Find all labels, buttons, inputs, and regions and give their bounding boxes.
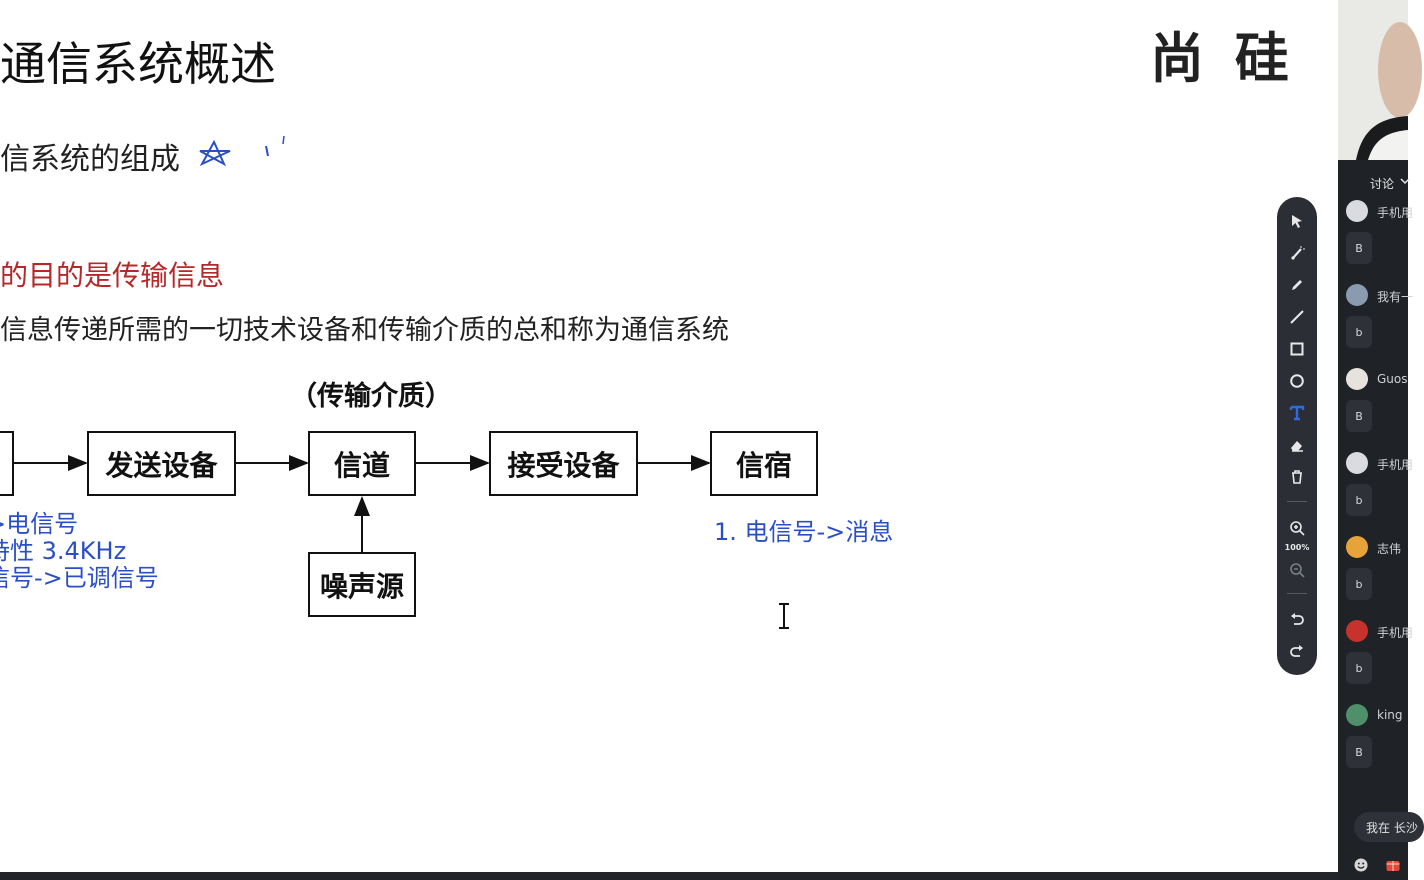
text-cursor-icon (779, 603, 789, 629)
diagram-channel-box: 信道 (308, 431, 416, 496)
diagram-receive-box: 接受设备 (489, 431, 638, 496)
chat-message: 手机用 b (1338, 620, 1413, 704)
webcam-video (1338, 0, 1422, 160)
laser-pointer-icon[interactable] (1285, 241, 1309, 265)
undo-icon[interactable] (1285, 608, 1309, 632)
chat-username: 我有一 (1377, 290, 1414, 304)
chat-message: 我有一 b (1338, 284, 1413, 368)
avatar (1346, 452, 1368, 474)
annotation-left-3: 信号->已调信号 (0, 564, 159, 592)
handwritten-star-annotation (199, 135, 285, 167)
avatar (1346, 704, 1368, 726)
diagram-noise-box: 噪声源 (308, 552, 416, 617)
chat-panel-header[interactable]: 讨论 (1338, 168, 1410, 196)
diagram-sink-box: 信宿 (710, 431, 818, 496)
definition-text: 信息传递所需的一切技术设备和传输介质的总和称为通信系统 (0, 315, 729, 346)
toolbar-divider (1287, 501, 1307, 502)
avatar (1346, 368, 1368, 390)
diagram-arrows (14, 455, 711, 552)
diagram-send-box: 发送设备 (87, 431, 236, 496)
annotation-left-1: >电信号 (0, 510, 79, 538)
medium-label: （传输介质） (290, 381, 452, 412)
chat-username: king (1377, 708, 1403, 722)
purpose-text: 的目的是传输信息 (0, 259, 225, 292)
slide-subtitle: 信系统的组成 (0, 142, 180, 177)
zoom-level: 100% (1284, 543, 1310, 552)
chat-bubble: B (1346, 400, 1372, 432)
chat-message: king B (1338, 704, 1408, 788)
line-icon[interactable] (1285, 305, 1309, 329)
chat-username: 手机用 (1377, 626, 1414, 640)
zoom-out-icon[interactable] (1285, 558, 1309, 582)
presenter-silhouette (1338, 0, 1422, 160)
annotation-toolbar: 100% (1277, 197, 1317, 675)
chat-bubble: b (1346, 484, 1372, 516)
trash-icon[interactable] (1285, 465, 1309, 489)
chat-username: 志伟 (1377, 542, 1402, 556)
circle-icon[interactable] (1285, 369, 1309, 393)
tab-discussion[interactable]: 讨论 (1370, 177, 1395, 191)
eraser-icon[interactable] (1285, 433, 1309, 457)
chat-input[interactable]: 我在 长沙 (1354, 812, 1424, 842)
pen-icon[interactable] (1285, 273, 1309, 297)
chevron-down-icon[interactable] (1400, 176, 1410, 186)
avatar (1346, 200, 1368, 222)
zoom-in-icon[interactable] (1285, 516, 1309, 540)
annotation-right-1: 1. 电信号->消息 (714, 518, 894, 546)
diagram-source-box (0, 431, 14, 496)
gift-icon[interactable] (1385, 857, 1401, 873)
chat-bubble: b (1346, 316, 1372, 348)
chat-message: 志伟 b (1338, 536, 1408, 620)
toolbar-divider (1287, 593, 1307, 594)
avatar (1346, 536, 1368, 558)
chat-bubble: B (1346, 736, 1372, 768)
chat-bubble: B (1346, 232, 1372, 264)
redo-icon[interactable] (1285, 640, 1309, 664)
chat-panel: 讨论 手机用 B 我有一 b Guos B 手机用 b 志伟 b 手机用 b k… (1338, 0, 1424, 880)
chat-message: Guos B (1338, 368, 1408, 452)
chat-bubble: b (1346, 652, 1372, 684)
logo-seal: 尚 硅 (1150, 26, 1295, 90)
text-icon[interactable] (1285, 401, 1309, 425)
avatar (1346, 620, 1368, 642)
slide-title: 通信系统概述 (0, 37, 276, 91)
avatar (1346, 284, 1368, 306)
chat-bubble: b (1346, 568, 1372, 600)
chat-username: Guos (1377, 372, 1408, 386)
select-arrow-icon[interactable] (1285, 209, 1309, 233)
chat-username: 手机用 (1377, 206, 1414, 220)
slide-canvas: 通信系统概述 尚 硅 信系统的组成 的目的是传输信息 信息传递所需的一切技术设备… (0, 26, 1295, 629)
rectangle-icon[interactable] (1285, 337, 1309, 361)
annotation-left-2: 持性 3.4KHz (0, 537, 127, 565)
chat-message: 手机用 b (1338, 452, 1413, 536)
emoji-icon[interactable] (1353, 857, 1369, 873)
chat-username: 手机用 (1377, 458, 1414, 472)
bottom-bar (0, 872, 1338, 880)
chat-message: 手机用 B (1338, 200, 1413, 284)
chat-input-text: 我在 长沙 (1366, 821, 1418, 835)
